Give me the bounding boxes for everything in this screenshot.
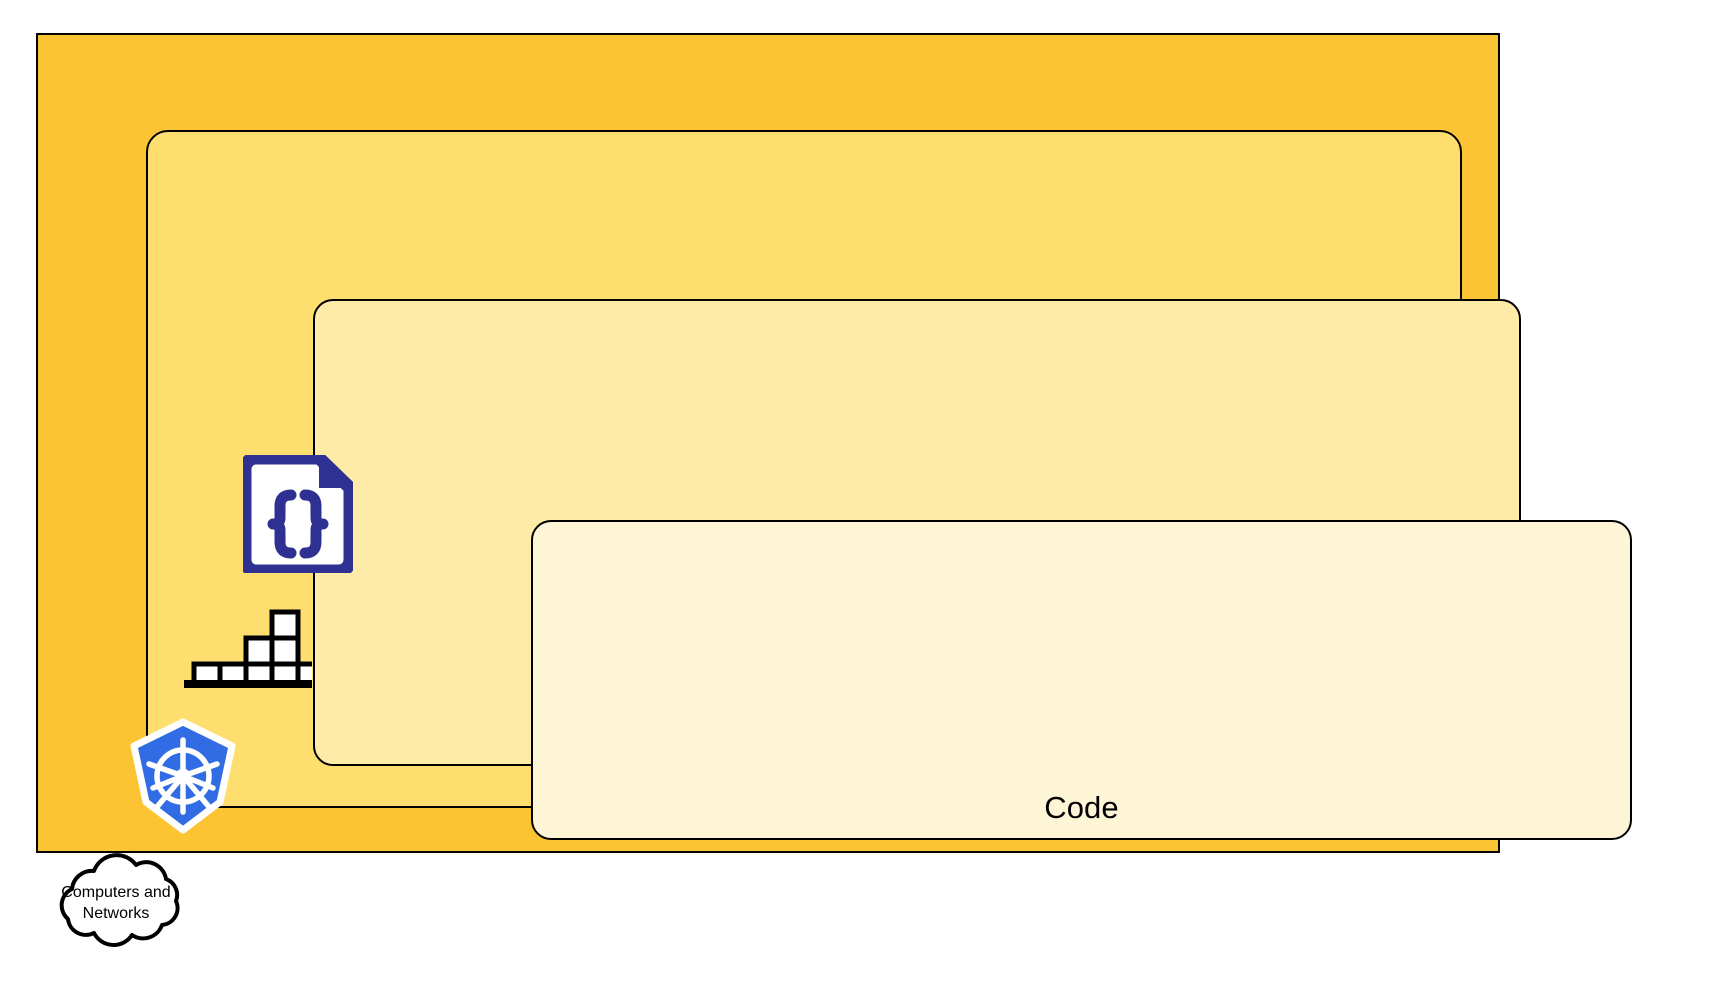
layer-code-label: Code bbox=[1044, 790, 1119, 825]
kubernetes-icon bbox=[122, 718, 244, 840]
layer-cluster[interactable]: Cluster Container Code bbox=[146, 130, 1632, 840]
code-document-icon bbox=[238, 451, 357, 578]
layer-datacenter[interactable]: Cloud/Co-Lo/Corporate Datacenter Cluster… bbox=[36, 33, 1632, 853]
layer-code[interactable]: Code bbox=[531, 520, 1632, 840]
cloud-callout-label: Computers and Networks bbox=[61, 884, 171, 922]
stacked-blocks-icon bbox=[182, 608, 327, 693]
cloud-icon bbox=[59, 853, 180, 947]
layer-container[interactable]: Container Code bbox=[313, 299, 1632, 840]
cloud-callout[interactable]: Computers and Networks bbox=[36, 853, 196, 953]
